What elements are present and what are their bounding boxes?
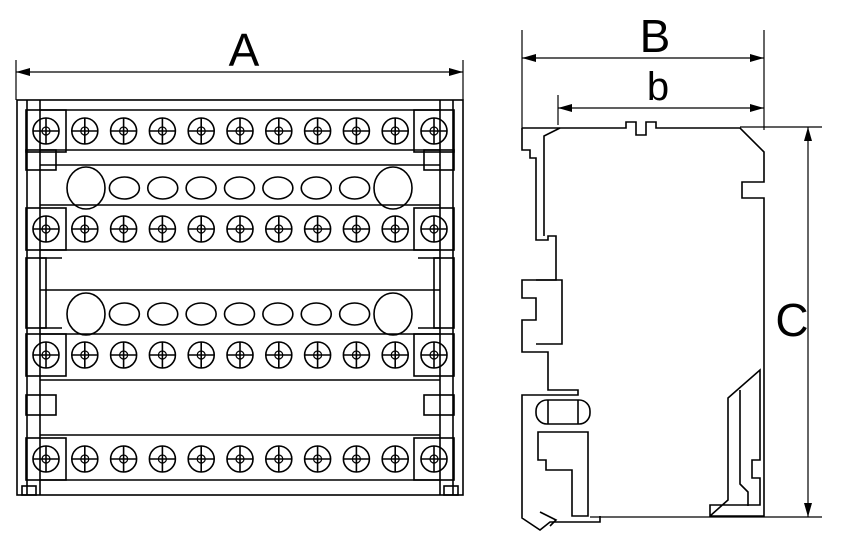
terminal-screw bbox=[420, 117, 448, 145]
small-hole bbox=[223, 176, 256, 200]
terminal-screw bbox=[187, 341, 215, 369]
small-hole bbox=[146, 176, 179, 200]
terminal-screw bbox=[381, 341, 410, 369]
terminal-screw bbox=[226, 445, 254, 473]
terminal-screw bbox=[342, 341, 371, 369]
small-hole bbox=[262, 176, 294, 200]
terminal-screw bbox=[148, 341, 177, 369]
front-housing bbox=[16, 99, 464, 496]
terminal-screw bbox=[381, 445, 410, 473]
terminal-screw bbox=[226, 215, 254, 243]
terminal-screw bbox=[71, 445, 99, 473]
front-view: A bbox=[15, 24, 464, 496]
terminal-screw bbox=[32, 445, 60, 473]
terminal-screw bbox=[148, 215, 177, 243]
dimension-c-label: C bbox=[775, 294, 808, 346]
terminal-screw bbox=[264, 445, 293, 473]
terminal-screw bbox=[109, 215, 138, 243]
terminal-screw bbox=[187, 215, 215, 243]
terminal-screw bbox=[187, 445, 215, 473]
terminal-screw bbox=[109, 117, 138, 145]
large-hole bbox=[373, 166, 413, 210]
terminal-screw bbox=[303, 117, 332, 145]
terminal-screw bbox=[71, 117, 99, 145]
small-hole bbox=[185, 176, 217, 200]
terminal-rows bbox=[32, 117, 448, 473]
dimension-b-rail-label: b bbox=[647, 65, 669, 109]
terminal-screw bbox=[264, 215, 293, 243]
terminal-screw bbox=[32, 117, 60, 145]
dimension-b-rail: b bbox=[557, 65, 764, 125]
terminal-screw bbox=[32, 215, 60, 243]
terminal-screw bbox=[420, 215, 448, 243]
terminal-screw bbox=[226, 117, 254, 145]
dimension-a: A bbox=[15, 24, 464, 100]
terminal-screw bbox=[71, 341, 99, 369]
dimension-b: B bbox=[521, 10, 765, 130]
terminal-screw bbox=[148, 117, 177, 145]
terminal-screw bbox=[32, 341, 60, 369]
small-hole bbox=[108, 176, 141, 200]
small-hole bbox=[223, 302, 256, 326]
dimension-a-label: A bbox=[229, 24, 260, 76]
small-hole bbox=[338, 176, 371, 200]
terminal-screw bbox=[420, 341, 448, 369]
terminal-screw bbox=[71, 215, 99, 243]
small-hole bbox=[300, 302, 333, 326]
side-profile bbox=[521, 121, 765, 531]
small-hole bbox=[262, 302, 294, 326]
dimension-b-label: B bbox=[640, 10, 671, 62]
large-hole bbox=[373, 292, 413, 336]
terminal-screw bbox=[381, 117, 410, 145]
terminal-screw bbox=[342, 445, 371, 473]
terminal-screw bbox=[148, 445, 177, 473]
terminal-screw bbox=[303, 341, 332, 369]
terminal-screw bbox=[342, 215, 371, 243]
terminal-screw bbox=[109, 445, 138, 473]
terminal-screw bbox=[109, 341, 138, 369]
large-hole bbox=[66, 292, 106, 336]
terminal-screw bbox=[381, 215, 410, 243]
terminal-screw bbox=[187, 117, 215, 145]
terminal-screw bbox=[342, 117, 371, 145]
terminal-screw bbox=[420, 445, 448, 473]
terminal-screw bbox=[226, 341, 254, 369]
large-hole bbox=[66, 166, 106, 210]
terminal-screw bbox=[264, 341, 293, 369]
small-hole bbox=[108, 302, 141, 326]
small-hole bbox=[185, 302, 217, 326]
small-hole bbox=[300, 176, 333, 200]
terminal-screw bbox=[264, 117, 293, 145]
side-view: B b C bbox=[521, 10, 822, 531]
terminal-screw bbox=[303, 445, 332, 473]
dimension-c: C bbox=[590, 126, 822, 518]
small-hole bbox=[146, 302, 179, 326]
terminal-screw bbox=[303, 215, 332, 243]
small-hole bbox=[338, 302, 371, 326]
